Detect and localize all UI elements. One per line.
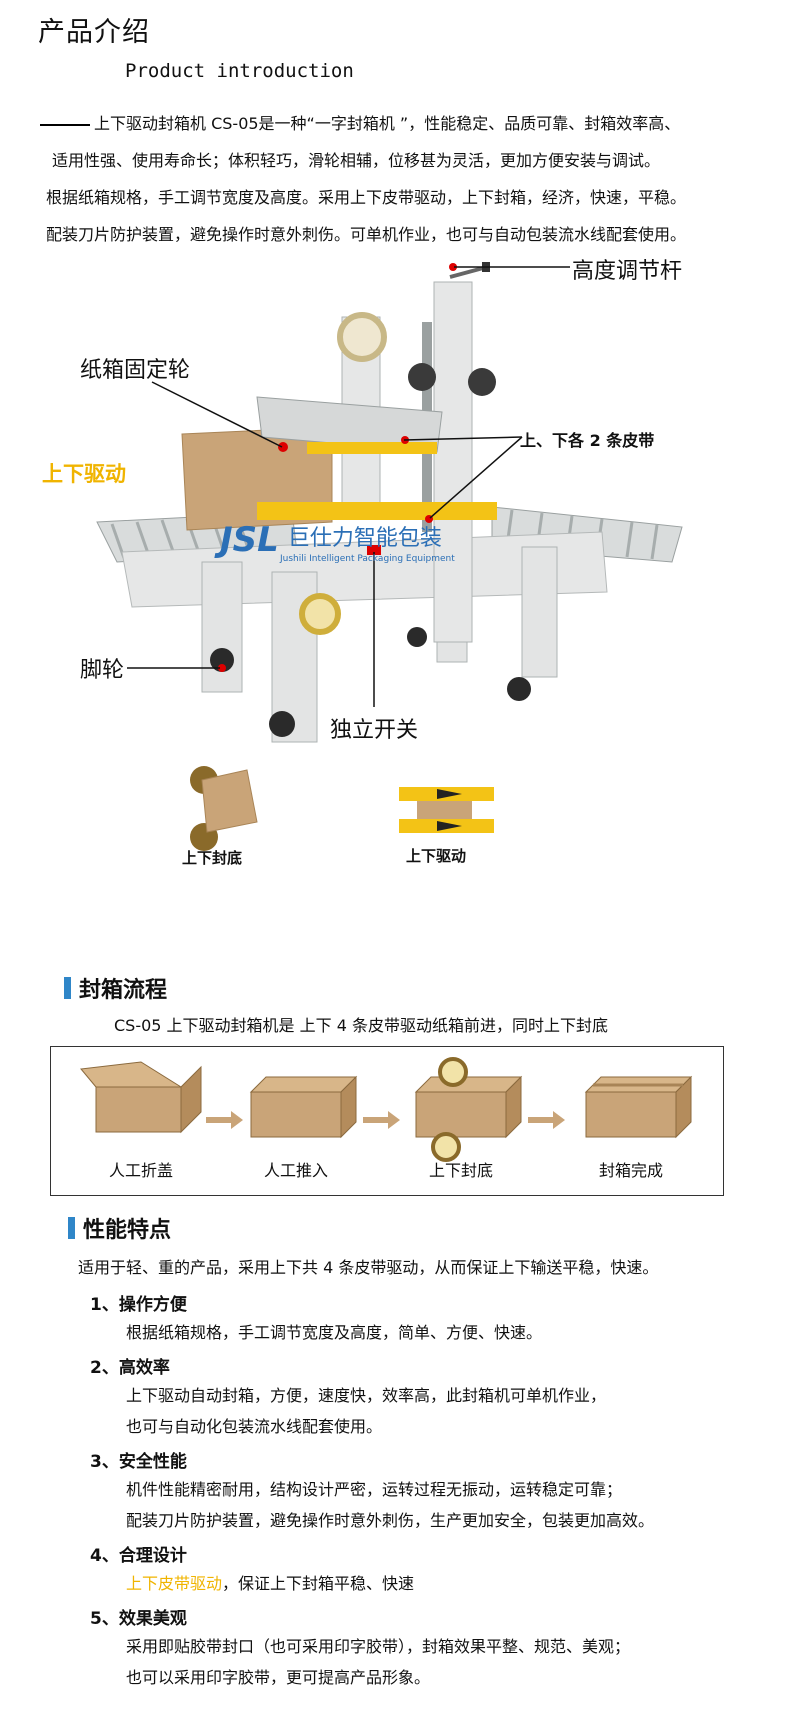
feature-title: 3、安全性能 — [90, 1452, 187, 1472]
logo-mark: JSL — [220, 520, 279, 560]
flow-illustration — [80, 1057, 693, 1162]
mini-caption-left: 上下封底 — [182, 849, 243, 867]
flow-heading: 封箱流程 — [64, 972, 167, 1004]
features-heading: 性能特点 — [68, 1212, 171, 1244]
flow-step-1: 人工折盖 — [108, 1161, 173, 1180]
callout-drive: 上下驱动 — [42, 462, 126, 486]
intro-line-2: 适用性强、使用寿命长；体积轻巧，滑轮相辅，位移甚为灵活，更加方便安装与调试。 — [52, 151, 661, 170]
callout-belts: 上、下各 2 条皮带 — [520, 431, 655, 450]
feature-item-2: 2、高效率 上下驱动自动封箱，方便，速度快，效率高，此封箱机可单机作业， 也可与… — [78, 1353, 778, 1438]
feature-line-rest: ，保证上下封箱平稳、快速 — [222, 1574, 415, 1593]
mini-caption-right: 上下驱动 — [406, 847, 467, 865]
flow-step-2: 人工推入 — [263, 1161, 328, 1180]
callout-box-wheel: 纸箱固定轮 — [80, 358, 191, 383]
intro-paragraph: 上下驱动封箱机 CS-05是一种“一字封箱机 ”，性能稳定、品质可靠、封箱效率高… — [40, 105, 780, 253]
feature-line: 机件性能精密耐用，结构设计严密，运转过程无振动，运转稳定可靠； — [126, 1480, 623, 1499]
intro-line-1: 上下驱动封箱机 CS-05是一种“一字封箱机 ”，性能稳定、品质可靠、封箱效率高… — [40, 105, 780, 142]
machine-illustration — [96, 250, 683, 851]
features-list: 1、操作方便 根据纸箱规格，手工调节宽度及高度，简单、方便、快速。 2、高效率 … — [78, 1290, 778, 1698]
feature-item-3: 3、安全性能 机件性能精密耐用，结构设计严密，运转过程无振动，运转稳定可靠； 配… — [78, 1447, 778, 1532]
product-photo: JSL 巨仕力智能包装 Jushili Intelligent Packagin… — [42, 250, 732, 942]
section-bar-icon — [68, 1217, 75, 1239]
features-intro: 适用于轻、重的产品，采用上下共 4 条皮带驱动，从而保证上下输送平稳，快速。 — [78, 1258, 659, 1277]
flow-step-4: 封箱完成 — [598, 1161, 663, 1180]
feature-line: 也可以采用印字胶带，更可提高产品形象。 — [126, 1668, 431, 1687]
page-subtitle: Product introduction — [125, 60, 354, 82]
dash-icon — [40, 123, 90, 126]
highlight-text: 上下皮带驱动 — [126, 1574, 223, 1593]
feature-item-4: 4、合理设计 上下皮带驱动，保证上下封箱平稳、快速 — [78, 1541, 778, 1595]
feature-title: 2、高效率 — [90, 1358, 170, 1378]
intro-line-3: 根据纸箱规格，手工调节宽度及高度。采用上下皮带驱动，上下封箱，经济，快速，平稳。 — [46, 188, 687, 207]
callout-switch: 独立开关 — [330, 718, 419, 743]
logo-en: Jushili Intelligent Packaging Equipment — [280, 554, 455, 564]
callout-height-rod: 高度调节杆 — [572, 259, 683, 284]
feature-item-5: 5、效果美观 采用即贴胶带封口（也可采用印字胶带），封箱效果平整、规范、美观； … — [78, 1604, 778, 1689]
feature-line: 采用即贴胶带封口（也可采用印字胶带），封箱效果平整、规范、美观； — [126, 1637, 631, 1656]
feature-item-1: 1、操作方便 根据纸箱规格，手工调节宽度及高度，简单、方便、快速。 — [78, 1290, 778, 1344]
feature-line: 也可与自动化包装流水线配套使用。 — [126, 1417, 383, 1436]
feature-line: 上下驱动自动封箱，方便，速度快，效率高，此封箱机可单机作业， — [126, 1386, 607, 1405]
feature-title: 4、合理设计 — [90, 1546, 187, 1566]
intro-line-4: 配装刀片防护装置，避免操作时意外刺伤。可单机作业，也可与自动包装流水线配套使用。 — [46, 225, 687, 244]
feature-line: 上下皮带驱动，保证上下封箱平稳、快速 — [126, 1573, 778, 1595]
feature-title: 1、操作方便 — [90, 1295, 187, 1315]
logo-name: 巨仕力智能包装 — [287, 526, 442, 551]
flow-description: CS-05 上下驱动封箱机是 上下 4 条皮带驱动纸箱前进，同时上下封底 — [114, 1016, 608, 1035]
feature-line: 根据纸箱规格，手工调节宽度及高度，简单、方便、快速。 — [126, 1323, 543, 1342]
page-title: 产品介绍 — [38, 17, 150, 48]
feature-line: 配装刀片防护装置，避免操作时意外刺伤，生产更加安全，包装更加高效。 — [126, 1511, 655, 1530]
flow-step-3: 上下封底 — [428, 1161, 493, 1180]
feature-title: 5、效果美观 — [90, 1609, 187, 1629]
section-bar-icon — [64, 977, 71, 999]
brand-logo: JSL 巨仕力智能包装 Jushili Intelligent Packagin… — [220, 520, 455, 564]
callout-casters: 脚轮 — [80, 658, 125, 683]
flow-diagram: 人工折盖 人工推入 上下封底 封箱完成 — [50, 1046, 724, 1196]
